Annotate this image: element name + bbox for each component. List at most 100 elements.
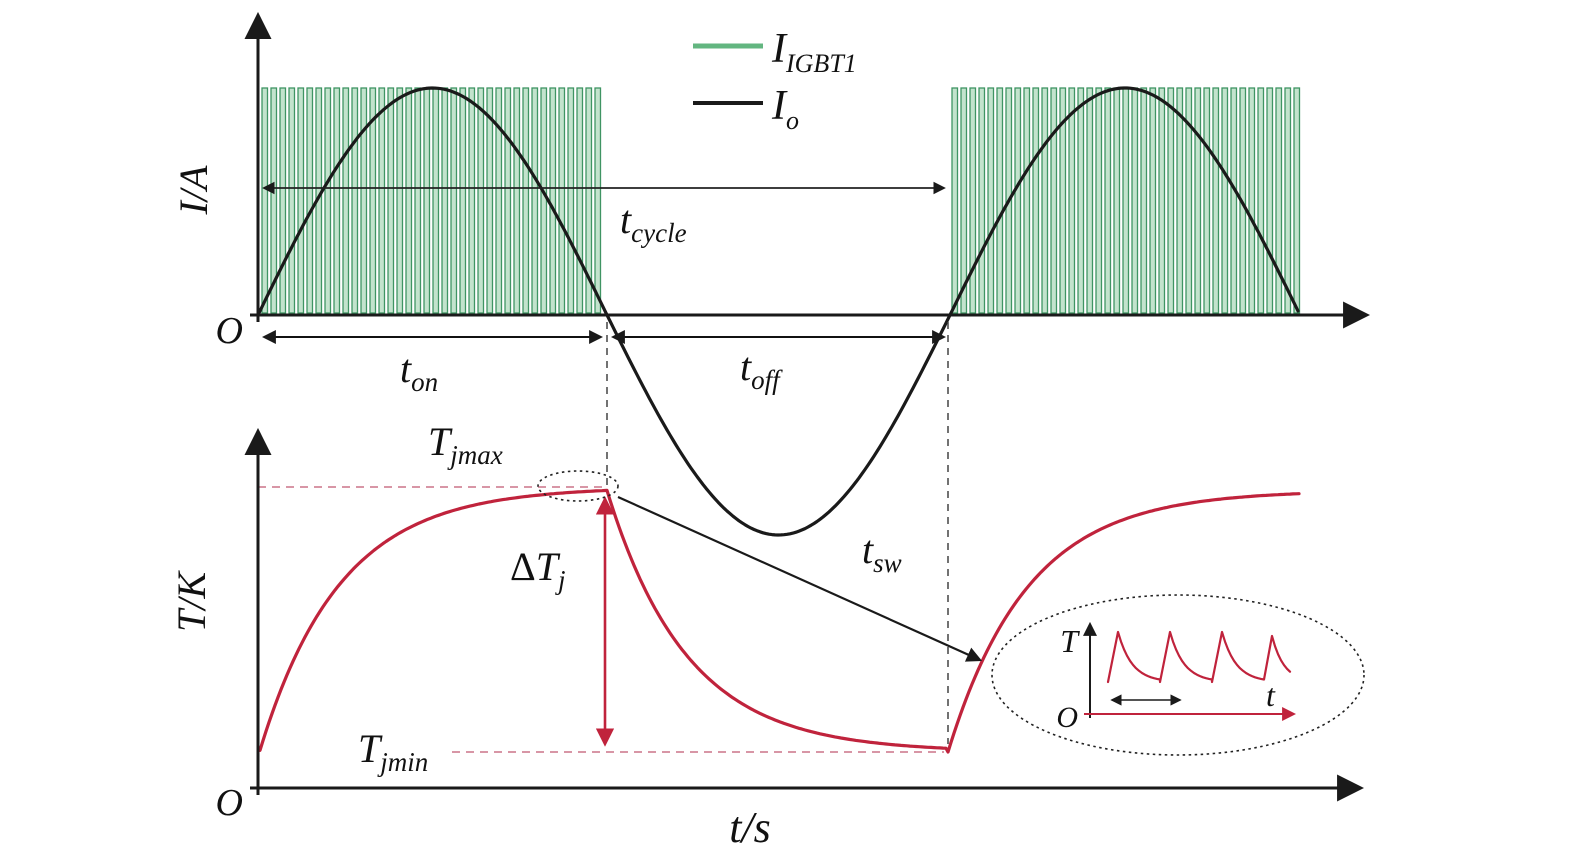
tjmin-label: Tjmin (358, 726, 428, 777)
t-sw-sub: sw (873, 548, 902, 578)
pwm-pulse (1284, 87, 1292, 314)
pwm-pulse (414, 87, 422, 314)
bottom-y-axis-label: T/K (169, 570, 214, 632)
pwm-pulse (495, 87, 503, 314)
pwm-pulse (1176, 87, 1184, 314)
pwm-pulse (1086, 87, 1094, 314)
t-sw-label: tsw (862, 527, 902, 578)
t-on-label: ton (400, 346, 438, 397)
pwm-pulse (1230, 87, 1238, 314)
pwm-pulse (504, 87, 512, 314)
pwm-pulse (450, 87, 458, 314)
pwm-pulse (288, 87, 296, 314)
t-cycle-sub: cycle (631, 218, 686, 248)
pwm-pulse (378, 87, 386, 314)
pwm-pulse (558, 87, 566, 314)
pwm-pulse (1032, 87, 1040, 314)
pwm-pulse (576, 87, 584, 314)
t-off-label: toff (740, 344, 783, 395)
pwm-pulse (1104, 87, 1112, 314)
tjmax-main: T (428, 419, 453, 464)
pwm-pulse (531, 87, 539, 314)
pwm-pulse (1248, 87, 1256, 314)
top-origin-label: O (216, 310, 243, 352)
pwm-pulse (1041, 87, 1049, 314)
pwm-pulse (522, 87, 530, 314)
pwm-pulse (486, 87, 494, 314)
t-sw-main: t (862, 527, 874, 572)
pwm-pulse (951, 87, 959, 314)
pwm-pulse (996, 87, 1004, 314)
pwm-pulse (342, 87, 350, 314)
pwm-pulse (468, 87, 476, 314)
t-off-main: t (740, 344, 752, 389)
pwm-pulse (1149, 87, 1157, 314)
pwm-pulse (270, 87, 278, 314)
pwm-pulse (1014, 87, 1022, 314)
pwm-pulse (360, 87, 368, 314)
legend-label-io: Io (771, 83, 799, 135)
legend-io-main: I (771, 83, 788, 129)
delta-tj-sub: j (555, 565, 566, 595)
pwm-pulse (1113, 87, 1121, 314)
t-cycle-main: t (620, 197, 632, 242)
pwm-pulse (1059, 87, 1067, 314)
pwm-pulse (1167, 87, 1175, 314)
pwm-pulse (1203, 87, 1211, 314)
t-on-main: t (400, 346, 412, 391)
delta-tj-prefix: Δ (510, 544, 536, 589)
pwm-pulse (297, 87, 305, 314)
inset-ellipse (991, 594, 1365, 756)
pwm-pulse (1194, 87, 1202, 314)
pwm-pulse (540, 87, 548, 314)
legend-label-igbt1: IIGBT1 (771, 26, 857, 78)
tjmax-sub: jmax (447, 440, 503, 470)
io-curve (256, 86, 1300, 537)
pwm-pulse (1212, 87, 1220, 314)
inset-origin-label: O (1056, 701, 1078, 734)
temp-curve (258, 488, 1301, 754)
delta-tj-label: ΔTj (510, 544, 566, 595)
pwm-pulse (1275, 87, 1283, 314)
pwm-pulse (1158, 87, 1166, 314)
pwm-pulse (333, 87, 341, 314)
pwm-pulse (405, 87, 413, 314)
t-off-sub: off (751, 365, 783, 395)
pwm-pulse (960, 87, 968, 314)
bottom-x-axis-label: t/s (729, 803, 771, 852)
pwm-pulse (594, 87, 602, 314)
pwm-pulse (459, 87, 467, 314)
top-y-axis-label: I/A (171, 165, 216, 215)
pwm-pulse (396, 87, 404, 314)
pwm-pulse (1293, 87, 1301, 314)
tjmax-label: Tjmax (428, 419, 503, 470)
pwm-pulse (1266, 87, 1274, 314)
ripple-curve (1106, 630, 1292, 684)
plateau-zoom-ellipse (537, 470, 619, 502)
t-cycle-label: tcycle (620, 197, 687, 248)
legend-igbt1-main: I (771, 26, 788, 72)
delta-tj-main: T (536, 544, 561, 589)
pwm-pulse (978, 87, 986, 314)
pwm-pulse (549, 87, 557, 314)
pwm-pulse (1122, 87, 1130, 314)
pwm-pulse (369, 87, 377, 314)
pwm-pulse (1131, 87, 1139, 314)
bottom-origin-label: O (216, 782, 243, 824)
pwm-pulse (432, 87, 440, 314)
pwm-pulse (1068, 87, 1076, 314)
pwm-pulse (477, 87, 485, 314)
pwm-pulse (969, 87, 977, 314)
inset-x-label: t (1266, 677, 1276, 713)
zoom-pointer-arrow (617, 495, 983, 662)
pwm-pulse (387, 87, 395, 314)
pwm-pulse (585, 87, 593, 314)
pwm-pulse (1185, 87, 1193, 314)
legend-io-sub: o (786, 106, 799, 135)
pwm-pulse (1221, 87, 1229, 314)
pwm-pulse (441, 87, 449, 314)
pwm-pulse (261, 87, 269, 314)
legend-igbt1-sub: IGBT1 (785, 49, 857, 78)
